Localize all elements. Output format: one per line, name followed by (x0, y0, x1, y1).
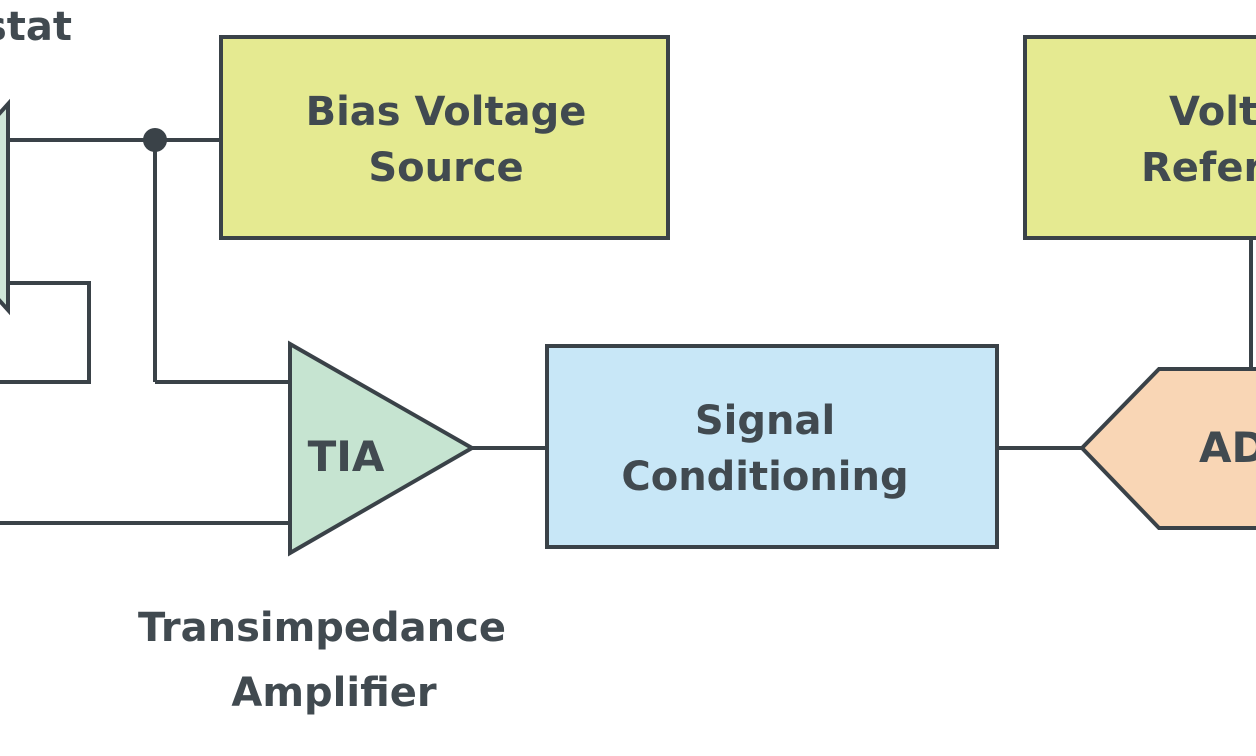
tia-amplifier: TIA (288, 340, 477, 557)
signal-conditioning-line2: Conditioning (621, 454, 908, 500)
voltage-reference-block: Volt Refer (1023, 35, 1256, 240)
tia-caption-line2: Amplifier (231, 670, 436, 716)
wires (0, 138, 1253, 525)
sensor-body (0, 98, 10, 316)
adc-label: AD (1199, 423, 1256, 472)
signal-conditioning-line1: Signal (695, 398, 835, 444)
title-partial: stat (0, 4, 72, 50)
bias-voltage-source-block: Bias Voltage Source (219, 35, 670, 240)
signal-conditioning-block: Signal Conditioning (545, 344, 999, 549)
tia-label: TIA (308, 432, 385, 481)
voltage-ref-line2: Refer (1141, 145, 1256, 191)
tia-caption: Transimpedance Amplifier (138, 605, 506, 716)
junction-dot (143, 128, 167, 152)
voltage-ref-line1: Volt (1169, 89, 1256, 135)
bias-source-line2: Source (368, 145, 523, 191)
tia-caption-line1: Transimpedance (138, 605, 506, 651)
adc-block: AD (1079, 367, 1256, 530)
bias-source-line1: Bias Voltage (306, 89, 587, 135)
wire-sensor-loop (0, 281, 91, 384)
